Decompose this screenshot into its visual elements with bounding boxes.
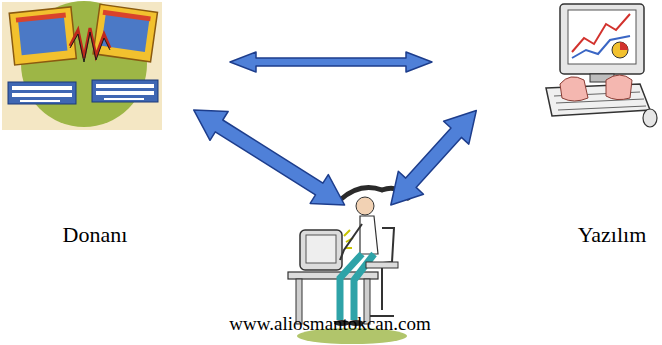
desk-top — [288, 272, 378, 279]
right-hand — [606, 75, 632, 100]
monitor-frame — [560, 4, 644, 74]
block-arrow — [194, 110, 345, 205]
chair-base — [370, 268, 394, 316]
chair-seat — [366, 262, 398, 268]
hardware-node: Donanı — [0, 0, 170, 250]
right-monitor — [93, 4, 157, 62]
node-label: www.aliosmantokcan.com — [170, 313, 490, 335]
block-arrow — [230, 52, 432, 72]
head — [356, 197, 374, 215]
chart-line — [572, 36, 630, 58]
monitor-screen — [306, 235, 336, 263]
mouse — [643, 109, 657, 127]
right-keyboard — [92, 80, 158, 102]
pie-chart — [612, 42, 628, 58]
left-monitor — [9, 7, 76, 65]
chair-back — [374, 228, 394, 264]
left-hand — [560, 77, 588, 101]
chart-line — [572, 14, 630, 52]
user-node: www.aliosmantokcan.com — [250, 205, 470, 345]
software-node: Yazılım — [540, 0, 662, 250]
node-label: Donanı — [10, 222, 180, 248]
hardware-illustration — [0, 0, 170, 135]
pie-slice — [620, 42, 628, 50]
node-label: Yazılım — [562, 222, 662, 248]
lightning-shadow — [70, 32, 110, 62]
software-illustration — [540, 0, 662, 130]
torso — [360, 216, 378, 254]
monitor — [300, 230, 342, 270]
art-background — [2, 2, 162, 130]
left-keyboard — [8, 82, 76, 104]
monitor-screen — [568, 10, 636, 64]
block-arrow — [391, 111, 477, 206]
